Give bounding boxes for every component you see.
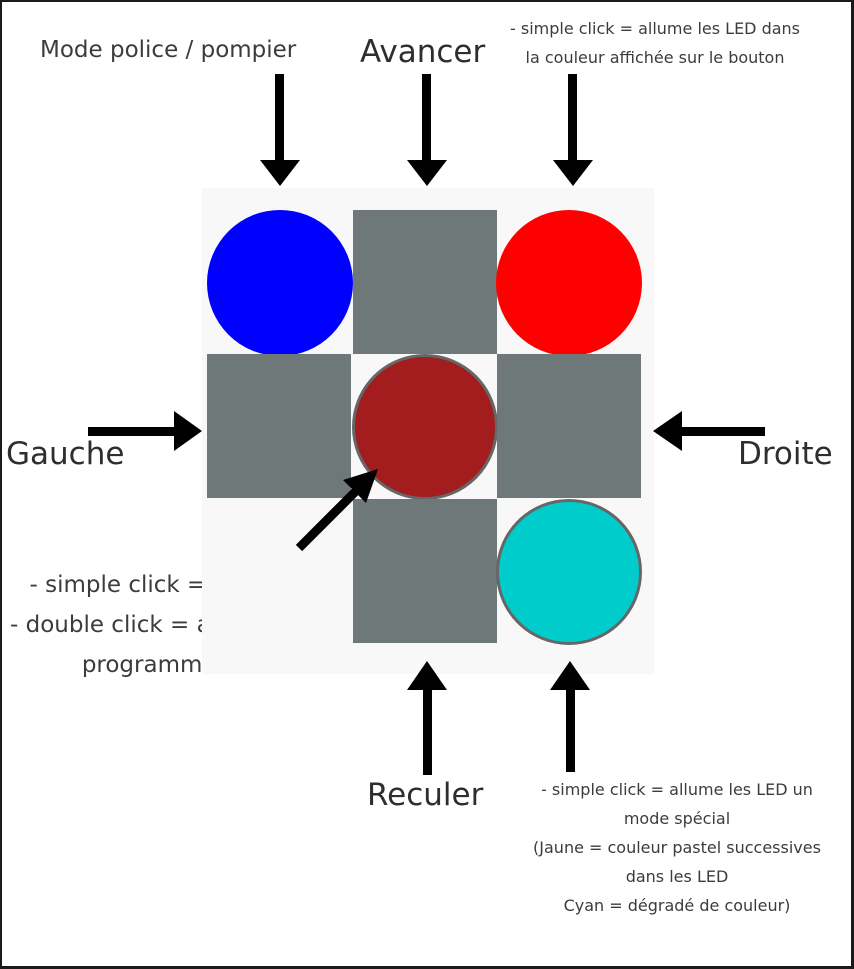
label-droite: Droite [738,436,833,472]
label-special-line4: dans les LED [625,867,729,886]
label-reculer: Reculer [367,777,484,813]
cyan-mode-button[interactable] [496,499,642,645]
left-button[interactable] [207,354,351,498]
arrow-avancer [407,74,447,186]
label-special-line1: - simple click = allume les LED un [541,780,813,799]
police-mode-button[interactable] [207,210,353,356]
label-special: - simple click = allume les LED un mode … [496,775,854,920]
label-stop-line3: programme [81,652,217,678]
label-special-line5: Cyan = dégradé de couleur) [563,896,791,915]
label-mode-police: Mode police / pompier [40,37,297,63]
arrow-red [553,74,593,186]
label-color-click-line1: - simple click = allume les LED dans [510,19,801,38]
arrow-reculer [407,661,447,775]
red-color-button[interactable] [496,210,642,356]
backward-button[interactable] [353,499,497,643]
label-color-click: - simple click = allume les LED dans la … [510,14,800,72]
label-gauche: Gauche [6,436,125,472]
label-color-click-line2: la couleur affichée sur le bouton [525,48,785,67]
arrow-stop [295,469,378,552]
forward-button[interactable] [353,210,497,354]
arrow-cyan [550,661,590,772]
label-avancer: Avancer [360,34,486,70]
label-special-line3: (Jaune = couleur pastel successives [533,838,821,857]
label-special-line2: mode spécial [623,809,731,828]
arrow-gauche [88,411,202,451]
arrow-police [260,74,300,186]
right-button[interactable] [497,354,641,498]
arrow-droite [653,411,765,451]
stop-button[interactable] [352,354,498,500]
